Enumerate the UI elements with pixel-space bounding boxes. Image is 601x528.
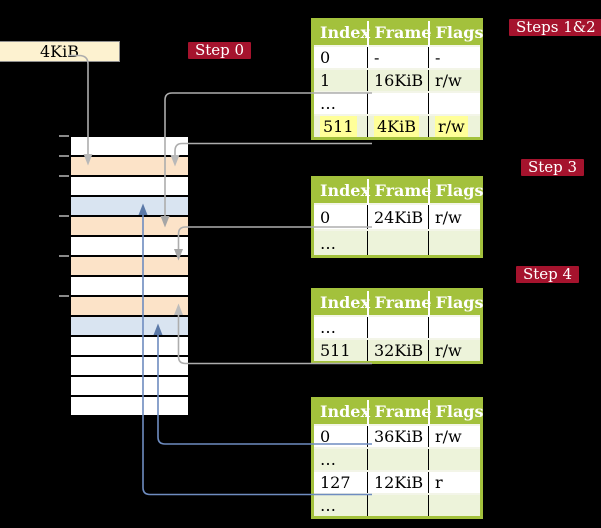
table-row: 0 36KiB r/w	[312, 424, 482, 448]
memory-row-16kib-table	[71, 217, 188, 237]
table-cell	[367, 315, 429, 339]
column-header-index: Index	[312, 177, 370, 204]
memory-row-48kib	[71, 377, 188, 397]
table-cell	[428, 493, 482, 518]
memory-row-28kib	[71, 277, 188, 297]
table-cell: 0	[312, 45, 368, 69]
column-header-index: Index	[312, 398, 370, 425]
table-cell: …	[312, 493, 368, 518]
memory-row-12kib-page	[71, 197, 188, 217]
table-cell: r/w	[428, 114, 482, 139]
column-header-frame: Frame	[367, 19, 431, 46]
table-cell: 16KiB	[367, 68, 429, 92]
address-tick	[59, 215, 69, 217]
page-table-level3: Index Frame Flags 0 24KiB r/w …	[311, 176, 484, 258]
column-header-frame: Frame	[367, 398, 431, 425]
table-row: 0 - -	[312, 45, 482, 69]
address-tick	[59, 255, 69, 257]
physical-memory-stack	[69, 135, 190, 417]
memory-row-52kib	[71, 397, 188, 415]
column-header-index: Index	[312, 19, 370, 46]
table-row-highlighted: 511 4KiB r/w	[312, 114, 482, 139]
table-cell: 511	[312, 114, 368, 139]
table-row: …	[312, 315, 482, 339]
table-cell	[367, 91, 429, 115]
table-cell: …	[312, 315, 368, 339]
table-cell	[367, 229, 429, 257]
memory-row-20kib	[71, 237, 188, 257]
column-header-frame: Frame	[367, 289, 431, 316]
table-row: …	[312, 91, 482, 115]
memory-row-44kib	[71, 357, 188, 377]
table-header-row: Index Frame Flags	[312, 177, 484, 204]
table-header-row: Index Frame Flags	[312, 19, 484, 46]
table-cell: 12KiB	[367, 470, 429, 494]
table-cell: 511	[312, 338, 368, 363]
table-cell: -	[367, 45, 429, 69]
table-cell: 4KiB	[367, 114, 429, 139]
table-cell: …	[312, 447, 368, 471]
column-header-frame: Frame	[367, 177, 431, 204]
table-cell: …	[312, 229, 368, 257]
table-row: …	[312, 493, 482, 518]
column-header-flags: Flags	[428, 398, 484, 425]
memory-row-32kib-table	[71, 297, 188, 317]
badge-step-4: Step 4	[516, 266, 580, 283]
table-cell: r/w	[428, 424, 482, 448]
table-cell: 1	[312, 68, 368, 92]
column-header-index: Index	[312, 289, 370, 316]
table-cell	[428, 229, 482, 257]
table-header-row: Index Frame Flags	[312, 398, 484, 425]
address-tick	[59, 295, 69, 297]
page-table-level4: Index Frame Flags 0 - - 1 16KiB r/w … 51…	[311, 18, 484, 140]
table-row: …	[312, 447, 482, 471]
table-cell: r/w	[428, 338, 482, 363]
table-header-row: Index Frame Flags	[312, 289, 484, 316]
table-cell: 127	[312, 470, 368, 494]
table-cell: 0	[312, 203, 368, 230]
table-row: 1 16KiB r/w	[312, 68, 482, 92]
badge-step-3: Step 3	[521, 159, 585, 176]
memory-row-40kib	[71, 337, 188, 357]
page-table-level2: Index Frame Flags … 511 32KiB r/w	[311, 288, 484, 364]
memory-row-4kib-table	[71, 157, 188, 177]
table-row: 0 24KiB r/w	[312, 203, 482, 230]
table-row: 127 12KiB r	[312, 470, 482, 494]
table-cell: …	[312, 91, 368, 115]
table-cell	[428, 315, 482, 339]
table-cell: r/w	[428, 203, 482, 230]
page-table-level1: Index Frame Flags 0 36KiB r/w … 127 12Ki…	[311, 397, 484, 519]
table-cell: r	[428, 470, 482, 494]
table-cell	[428, 91, 482, 115]
memory-row-8kib	[71, 177, 188, 197]
column-header-flags: Flags	[428, 289, 484, 316]
table-cell: 36KiB	[367, 424, 429, 448]
table-cell	[428, 447, 482, 471]
table-cell: 24KiB	[367, 203, 429, 230]
address-tick	[59, 175, 69, 177]
table-cell: -	[428, 45, 482, 69]
table-cell: 32KiB	[367, 338, 429, 363]
column-header-flags: Flags	[428, 19, 484, 46]
address-tick	[59, 135, 69, 137]
table-cell	[367, 447, 429, 471]
table-cell	[367, 493, 429, 518]
memory-row-0	[71, 137, 188, 157]
arrow-l4-entry511-to-4kib	[170, 142, 372, 167]
address-tick	[59, 155, 69, 157]
frame-size-box: 4KiB	[0, 41, 120, 62]
memory-row-36kib-page	[71, 317, 188, 337]
frame-size-label: 4KiB	[39, 42, 79, 61]
table-cell: r/w	[428, 68, 482, 92]
memory-row-24kib-table	[71, 257, 188, 277]
badge-step-0: Step 0	[188, 42, 252, 59]
table-row: …	[312, 229, 482, 257]
badge-steps-1-2: Steps 1&2	[509, 19, 601, 36]
table-row: 511 32KiB r/w	[312, 338, 482, 363]
table-cell: 0	[312, 424, 368, 448]
column-header-flags: Flags	[428, 177, 484, 204]
